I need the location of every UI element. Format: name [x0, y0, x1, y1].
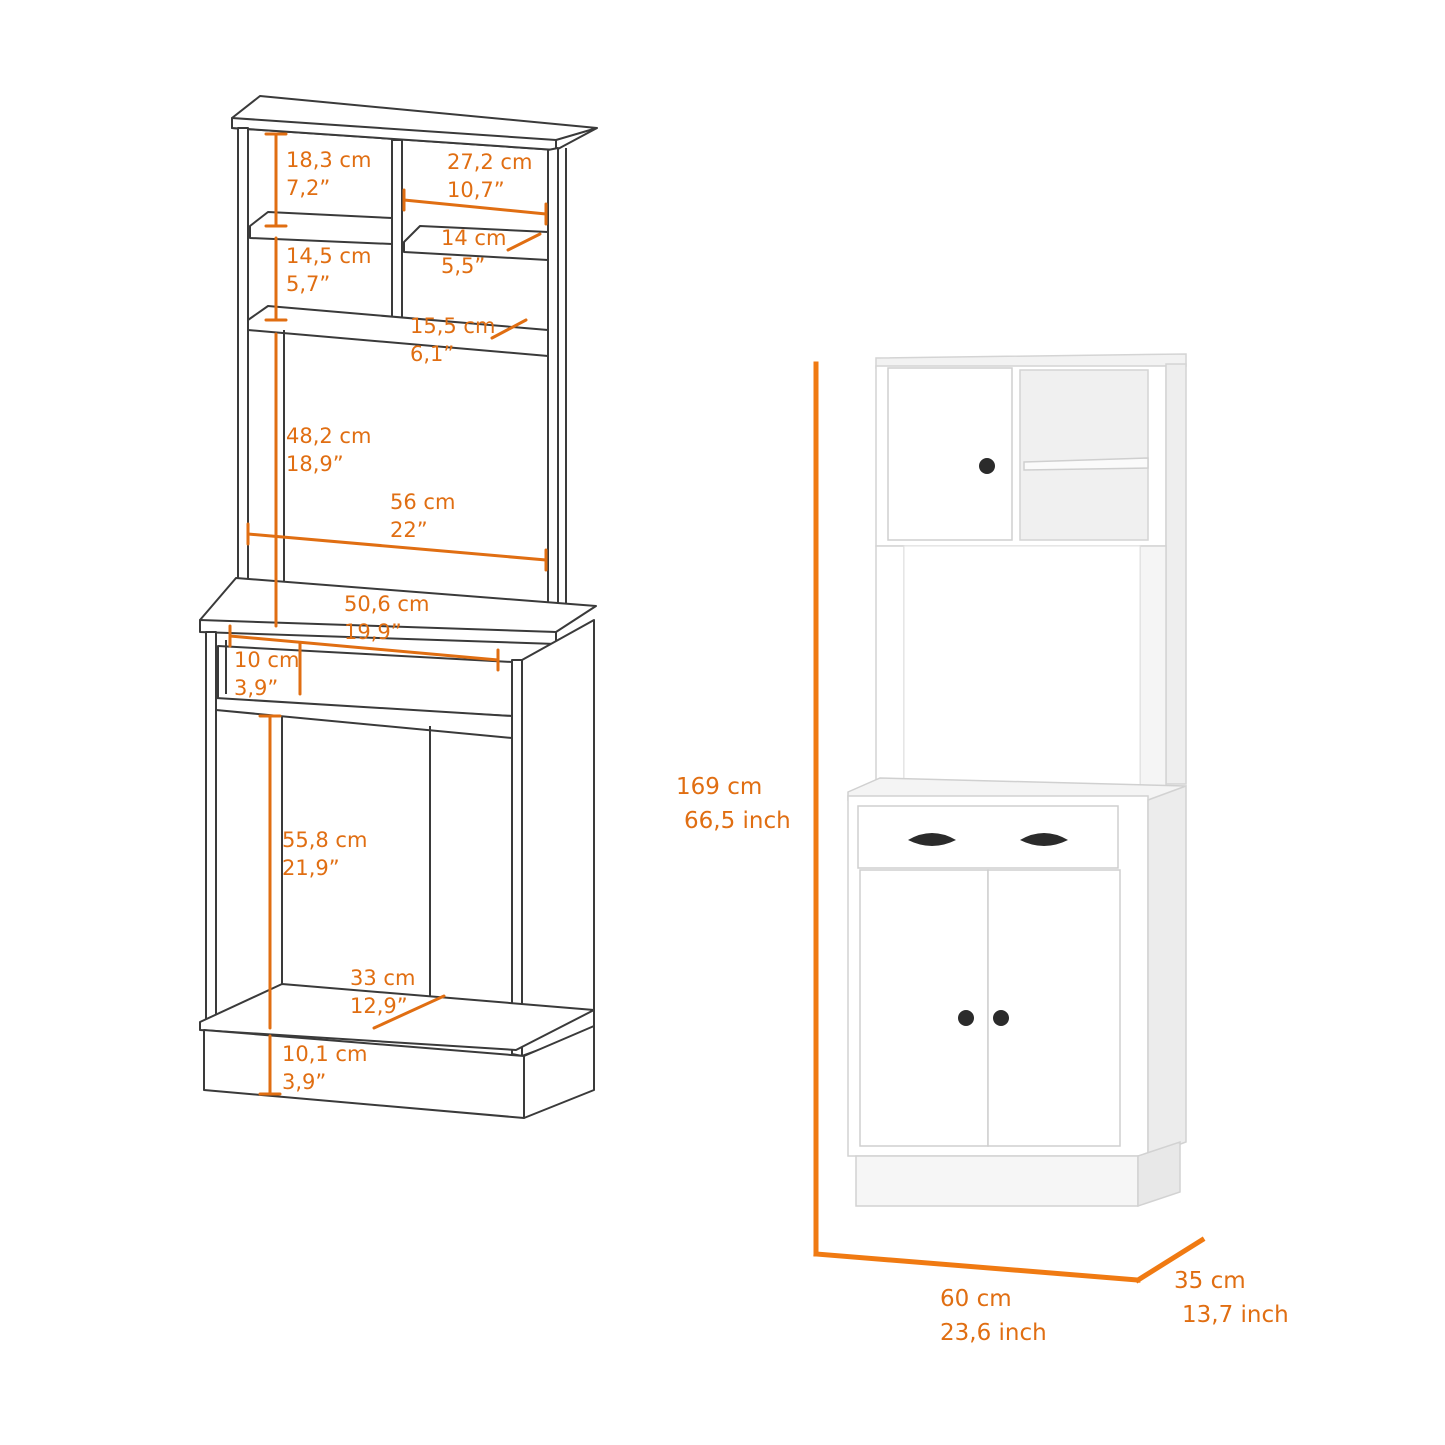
upper-door [887, 367, 1013, 541]
hutch-right-side-panel [1165, 363, 1187, 785]
label-hutch-open-height-inch: 18,9” [286, 452, 344, 476]
label-mid-left-height: 14,5 cm 5,7” [286, 242, 371, 298]
open-cubby [1019, 369, 1149, 541]
center-divider [391, 139, 403, 334]
product-render [847, 353, 1187, 1208]
label-overall-width-cm: 60 cm [940, 1286, 1012, 1312]
label-lower-shelf-depth-cm: 15,5 cm [410, 314, 496, 338]
dim-line-drawer-width [228, 634, 500, 662]
label-top-left-height-cm: 18,3 cm [286, 148, 372, 172]
label-drawer-height: 10 cm 3,9” [234, 646, 299, 702]
label-upper-shelf-depth-cm: 14 cm [441, 226, 507, 250]
right-door [987, 869, 1121, 1147]
label-cabinet-open-height: 55,8 cm 21,9” [282, 826, 367, 882]
cabinet-left-side [205, 631, 217, 1029]
middle-shelf [247, 305, 549, 357]
label-top-right-width-cm: 27,2 cm [447, 150, 533, 174]
label-drawer-width-cm: 50,6 cm [344, 592, 430, 616]
label-base-height-cm: 10,1 cm [282, 1042, 368, 1066]
label-cabinet-open-height-cm: 55,8 cm [282, 828, 368, 852]
label-cabinet-open-height-inch: 21,9” [282, 856, 340, 880]
round-knob-icon [958, 1010, 974, 1026]
dim-line-upper-shelf-depth [506, 232, 542, 252]
label-overall-width-inch: 23,6 inch [940, 1320, 1047, 1346]
label-cabinet-depth-inch: 12,9” [350, 994, 408, 1018]
cabinet-right-back [521, 619, 595, 1057]
label-overall-width: 60 cm 23,6 inch [940, 1282, 1047, 1350]
label-hutch-open-height-cm: 48,2 cm [286, 424, 372, 448]
label-upper-shelf-depth-inch: 5,5” [441, 254, 486, 278]
dim-line-top-right-width [402, 198, 548, 216]
label-hutch-width-cm: 56 cm [390, 490, 456, 514]
cubby-shelf [1023, 457, 1149, 471]
dim-line-lower-shelf-depth [490, 318, 528, 340]
left-door [859, 869, 989, 1147]
plinth-side [523, 1025, 595, 1119]
render-base-side [1137, 1140, 1181, 1208]
hutch-right-post [1139, 545, 1167, 787]
label-overall-height-cm: 169 cm [676, 774, 763, 800]
hutch-opening-back [903, 545, 1141, 787]
shelf-under-drawer [215, 697, 513, 739]
label-mid-left-height-inch: 5,7” [286, 272, 331, 296]
lower-cabinet-side [1147, 784, 1187, 1158]
hutch-left-post [875, 545, 905, 791]
label-top-left-height-inch: 7,2” [286, 176, 331, 200]
label-lower-shelf-depth-inch: 6,1” [410, 342, 455, 366]
label-hutch-width-inch: 22” [390, 518, 428, 542]
label-hutch-open-height: 48,2 cm 18,9” [286, 422, 371, 478]
label-overall-height-inch: 66,5 inch [684, 808, 791, 834]
label-base-height-inch: 3,9” [282, 1070, 327, 1094]
label-mid-left-height-cm: 14,5 cm [286, 244, 372, 268]
label-drawer-height-cm: 10 cm [234, 648, 300, 672]
label-top-right-width-inch: 10,7” [447, 178, 505, 202]
dim-line-cabinet-depth [372, 994, 446, 1030]
dim-line-hutch-width [246, 532, 548, 562]
overall-dimension-lines [813, 361, 1206, 1284]
label-hutch-width: 56 cm 22” [390, 488, 455, 544]
overall-width-line [813, 1251, 1141, 1283]
round-knob-icon [979, 458, 995, 474]
upper-right-shelf [403, 225, 549, 261]
label-top-right-width: 27,2 cm 10,7” [447, 148, 532, 204]
label-cabinet-depth: 33 cm 12,9” [350, 964, 415, 1020]
label-overall-depth-inch: 13,7 inch [1182, 1302, 1289, 1328]
render-drawer [857, 805, 1119, 869]
overall-depth-line [1134, 1236, 1206, 1284]
label-overall-height: 169 cm 66,5 inch [676, 770, 791, 838]
line-drawing-outline [199, 95, 598, 1119]
cabinet-right-side [511, 659, 523, 1057]
label-upper-shelf-depth: 14 cm 5,5” [441, 224, 506, 280]
label-drawer-height-inch: 3,9” [234, 676, 279, 700]
dimension-lines [228, 132, 548, 1096]
cup-pull-handle-icon [1020, 833, 1068, 846]
cup-pull-handle-icon [908, 833, 956, 846]
label-drawer-width-inch: 19,9” [344, 620, 402, 644]
top-board-back-edge [555, 127, 598, 141]
hutch-right-side [547, 147, 559, 625]
render-base [855, 1155, 1139, 1207]
label-base-height: 10,1 cm 3,9” [282, 1040, 367, 1096]
label-drawer-width: 50,6 cm 19,9” [344, 590, 429, 646]
label-overall-depth-cm: 35 cm [1174, 1268, 1246, 1294]
label-overall-depth: 35 cm 13,7 inch [1174, 1264, 1289, 1332]
label-cabinet-depth-cm: 33 cm [350, 966, 416, 990]
label-top-left-height: 18,3 cm 7,2” [286, 146, 371, 202]
label-lower-shelf-depth: 15,5 cm 6,1” [410, 312, 495, 368]
upper-left-shelf [249, 211, 393, 245]
round-knob-icon [993, 1010, 1009, 1026]
